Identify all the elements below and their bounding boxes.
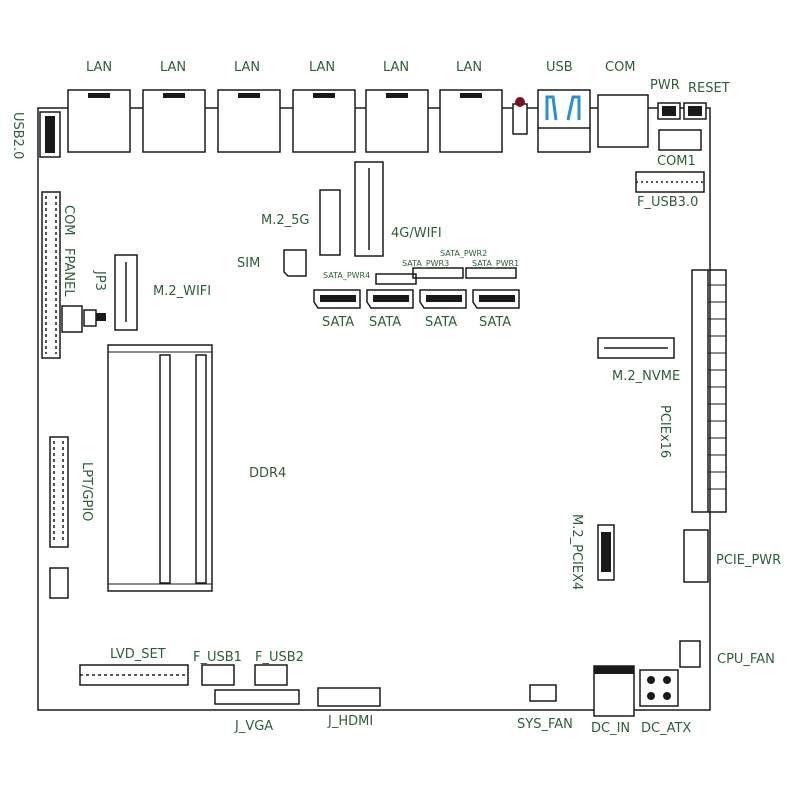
lan-port: [217, 89, 281, 153]
f-usb2-label: F_USB2: [255, 650, 304, 665]
sata-pwr-header: [465, 267, 517, 279]
lan-label: LAN: [86, 60, 113, 75]
pciex16-label: PCIEx16: [657, 405, 672, 459]
dc-in-label: DC_IN: [591, 721, 631, 736]
m2-wifi-slot: [114, 254, 138, 331]
m2-5g-label: M.2_5G: [261, 213, 310, 228]
led-indicator: [515, 97, 525, 107]
sata-pwr-label: SATA_PWR2: [440, 249, 488, 258]
reset-label: RESET: [688, 81, 730, 96]
m2-nvme-slot: [597, 337, 675, 359]
j-hdmi-header: [317, 687, 381, 707]
com-port: [597, 94, 649, 148]
pciex16-slot: [691, 269, 727, 513]
cpu-fan-label: CPU_FAN: [717, 652, 775, 667]
sata-port-group: [313, 289, 520, 309]
ddr4-label: DDR4: [249, 466, 287, 481]
m2-nvme-label: M.2_NVME: [612, 369, 681, 384]
sata-port: [366, 289, 414, 309]
usb20-port: [39, 111, 61, 158]
f-usb1-label: F_USB1: [193, 650, 242, 665]
lan-label: LAN: [309, 60, 336, 75]
sata-pwr-header: [412, 267, 464, 279]
jp3-header: [61, 305, 83, 333]
dc-atx-connector: [639, 669, 679, 707]
dc-atx-label: DC_ATX: [641, 721, 692, 736]
pwr-label: PWR: [650, 78, 680, 93]
sim-label: SIM: [237, 256, 261, 271]
m2-wifi-label: M.2_WIFI: [153, 284, 212, 299]
sata-port: [419, 289, 467, 309]
usb-label: USB: [546, 60, 573, 75]
lan-port: [142, 89, 206, 153]
f-usb2-header: [254, 664, 288, 686]
lan-label: LAN: [456, 60, 483, 75]
small-header: [49, 567, 69, 599]
lan-port: [292, 89, 356, 153]
lan-label: LAN: [160, 60, 187, 75]
com-left-label: COM: [61, 205, 76, 236]
j-vga-header: [214, 689, 300, 705]
dc-in-jack: [593, 665, 635, 717]
j-hdmi-label: J_HDMI: [328, 714, 374, 729]
sim-slot: [283, 249, 307, 277]
usb20-label: USB2.0: [10, 112, 25, 160]
sata-pwr-label: SATA_PWR1: [472, 259, 520, 268]
pcie-pwr-label: PCIE_PWR: [716, 553, 782, 568]
lvd-set-label: LVD_SET: [110, 647, 166, 662]
f-usb30-label: F_USB3.0: [637, 195, 699, 210]
sys-fan-header: [529, 684, 557, 702]
lan-port-group: [67, 89, 503, 153]
lan-label: LAN: [234, 60, 261, 75]
sata-label: SATA: [479, 315, 512, 330]
jp3-label: JP3: [92, 271, 107, 291]
sata-label: SATA: [369, 315, 402, 330]
lan-port: [439, 89, 503, 153]
m2-5g-slot: [319, 189, 341, 256]
led-housing: [512, 103, 528, 135]
lan-label: LAN: [383, 60, 410, 75]
pcie-pwr-connector: [683, 529, 709, 583]
sata-port: [472, 289, 520, 309]
lpt-gpio-header: [49, 436, 69, 548]
sata-label: SATA: [322, 315, 355, 330]
sata-pwr-label: SATA_PWR4: [323, 271, 371, 280]
fpanel-label: FPANEL: [61, 248, 76, 297]
j-vga-label: J_VGA: [235, 719, 274, 734]
com-label: COM: [605, 60, 636, 75]
4g-wifi-slot: [354, 161, 384, 257]
f-usb1-header: [201, 664, 235, 686]
com1-header: [658, 129, 702, 151]
sata-pwr-header: [375, 273, 417, 285]
lan-port: [67, 89, 131, 153]
ddr4-slot: [107, 344, 213, 592]
com1-label: COM1: [657, 154, 696, 169]
board-outline: [37, 107, 711, 711]
cpu-fan-header: [679, 640, 701, 668]
m2-pciex4-slot: [597, 524, 615, 581]
lpt-gpio-label: LPT/GPIO: [79, 462, 94, 522]
4g-wifi-label: 4G/WIFI: [391, 226, 442, 241]
m2-pciex4-label: M.2_PCIEX4: [569, 514, 584, 591]
sata-label: SATA: [425, 315, 458, 330]
sata-port: [313, 289, 361, 309]
lan-port: [365, 89, 429, 153]
sata-pwr-label: SATA_PWR3: [402, 259, 450, 268]
com-fpanel-header: [41, 191, 61, 359]
sys-fan-label: SYS_FAN: [517, 717, 573, 732]
